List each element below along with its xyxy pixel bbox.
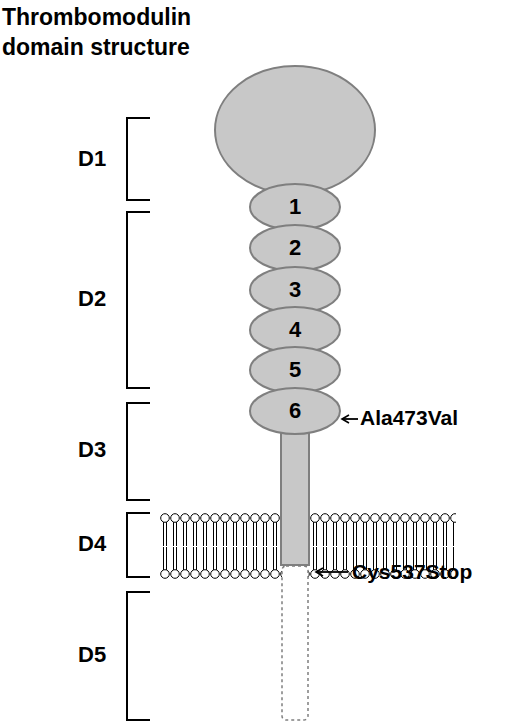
egf-domain: 1 [249,183,341,231]
domain-label: D4 [78,531,106,557]
mutation-arrow [342,418,358,420]
domain-number: 2 [289,235,301,261]
stalk [281,425,309,565]
egf-domain: 2 [249,224,341,272]
domain-number: 5 [289,357,301,383]
domain-label: D2 [78,286,106,312]
domain-number: 3 [289,277,301,303]
domain-label: D5 [78,642,106,668]
domain-brackets [127,118,150,720]
mutation-label: Ala473Val [360,405,458,430]
domain-label: D1 [78,146,106,172]
egf-domain: 5 [249,346,341,394]
mutation-label: Cys537Stop [352,559,472,584]
domain-number: 4 [289,317,301,343]
domain-label: D3 [78,437,106,463]
domain-number: 6 [289,398,301,424]
mutation-arrow [316,571,348,573]
egf-domain: 6 [249,387,341,435]
lectin-domain [215,66,375,194]
domain-number: 1 [289,194,301,220]
deleted-tail [282,566,308,720]
diagram-title: Thrombomodulin domain structure [2,2,252,62]
